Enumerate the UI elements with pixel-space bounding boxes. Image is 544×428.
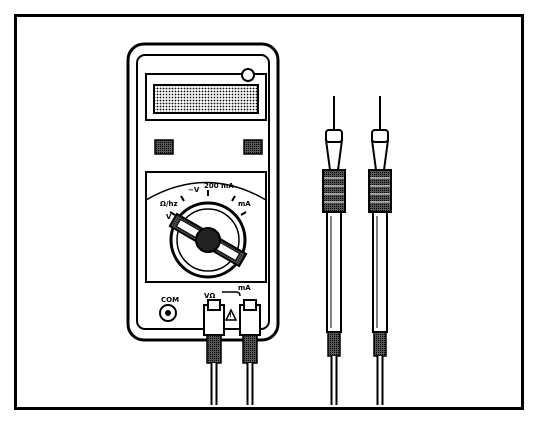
dial-label-volts: V (166, 213, 172, 221)
dial-label-200ma: 200 mA (204, 182, 234, 190)
hold-button[interactable] (154, 139, 174, 155)
power-button-icon[interactable] (241, 68, 255, 82)
warning-icon (224, 308, 238, 321)
plug-left (203, 299, 225, 405)
dial-ticks (169, 190, 247, 216)
port-label-ma: mA (238, 284, 251, 292)
warning-label: ! (229, 312, 232, 319)
dial-label-ac-volts: ~V (188, 186, 200, 194)
dial-label-ohm: Ω/hz (160, 200, 178, 208)
port-label-v-ohm: VΩ (204, 292, 216, 300)
test-probe-right (368, 96, 392, 405)
display-screen (153, 84, 259, 114)
range-button[interactable] (243, 139, 263, 155)
plug-right (239, 299, 261, 405)
port-label-com: COM (161, 296, 180, 304)
test-probe-left (322, 96, 346, 405)
dial-label-ma: mA (238, 200, 251, 208)
